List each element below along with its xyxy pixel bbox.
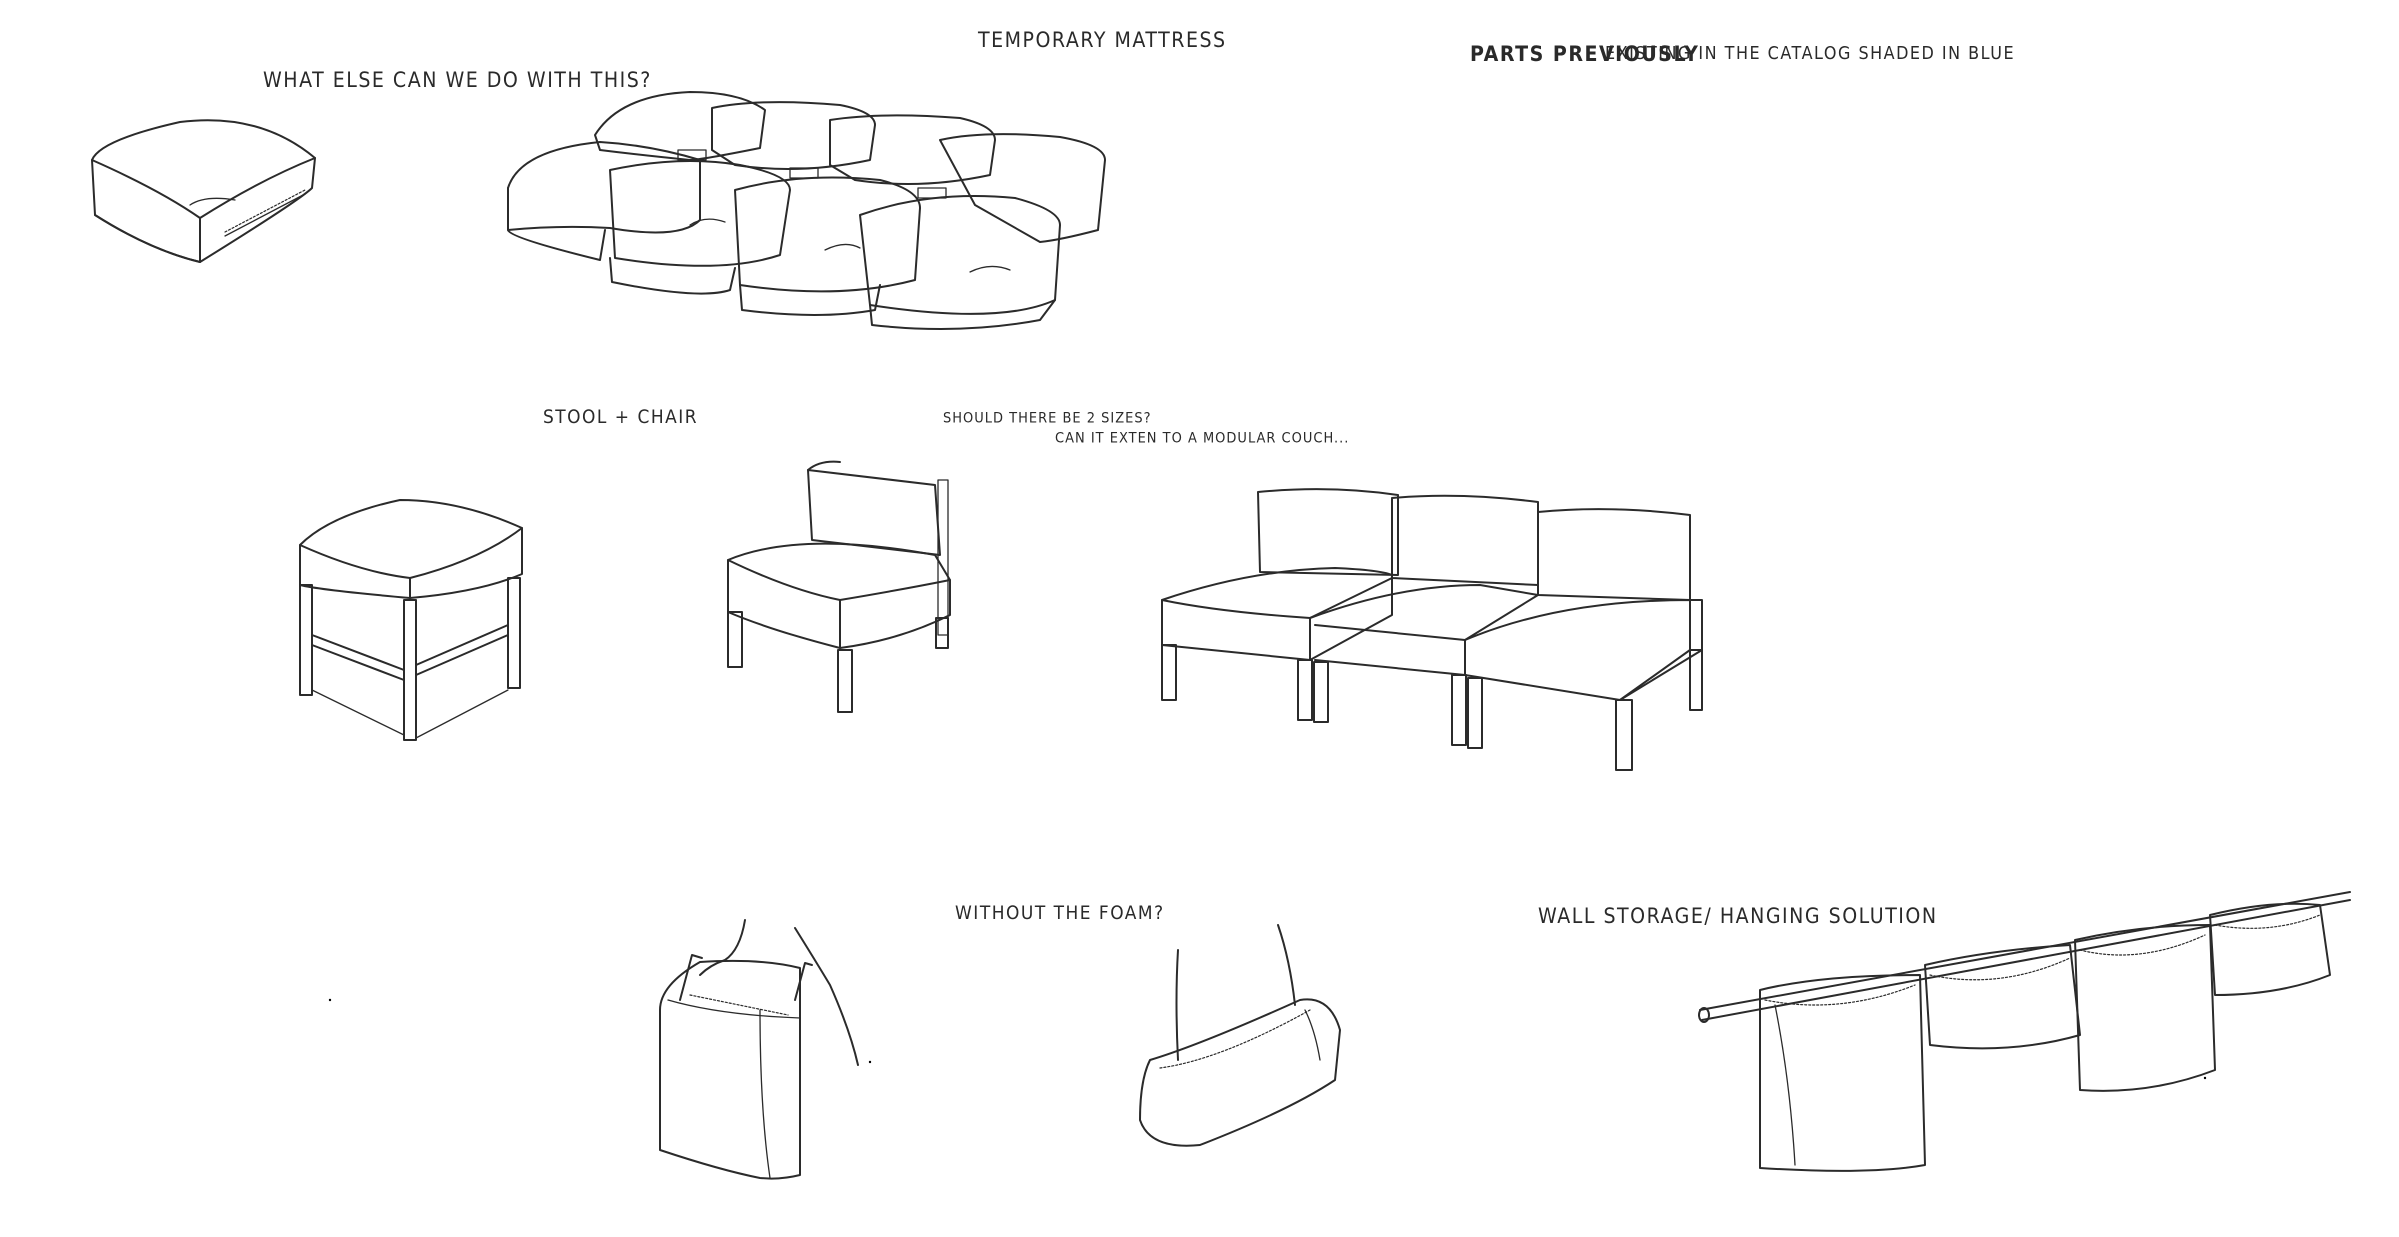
- mattress-sketch: [507, 91, 1106, 330]
- stool-sketch: [299, 499, 523, 741]
- modular-couch-sketch: [1161, 488, 1703, 771]
- label-temporary-mattress: TEMPORARY MATTRESS: [978, 28, 1227, 53]
- stray-marks: [328, 998, 2207, 1080]
- label-wall-storage: WALL STORAGE/ HANGING SOLUTION: [1538, 904, 1938, 929]
- backpack-sketch: [659, 919, 859, 1180]
- label-parts-previously: PARTS PREVIOUSLY: [1470, 42, 1700, 67]
- label-existing-catalog: EXISTING IN THE CATALOG SHADED IN BLUE: [1605, 42, 2016, 64]
- label-two-sizes: SHOULD THERE BE 2 SIZES?: [943, 410, 1152, 427]
- label-without-foam: WITHOUT THE FOAM?: [955, 902, 1165, 925]
- wall-storage-sketch: [1698, 891, 2351, 1172]
- label-modular-couch: CAN IT EXTEN TO A MODULAR COUCH...: [1055, 430, 1350, 447]
- chair-sketch: [727, 460, 951, 713]
- label-stool-chair: STOOL + CHAIR: [543, 406, 699, 429]
- label-what-else: WHAT ELSE CAN WE DO WITH THIS?: [263, 68, 652, 93]
- single-cushion-sketch: [91, 119, 316, 263]
- shoulder-bag-sketch: [1139, 924, 1341, 1147]
